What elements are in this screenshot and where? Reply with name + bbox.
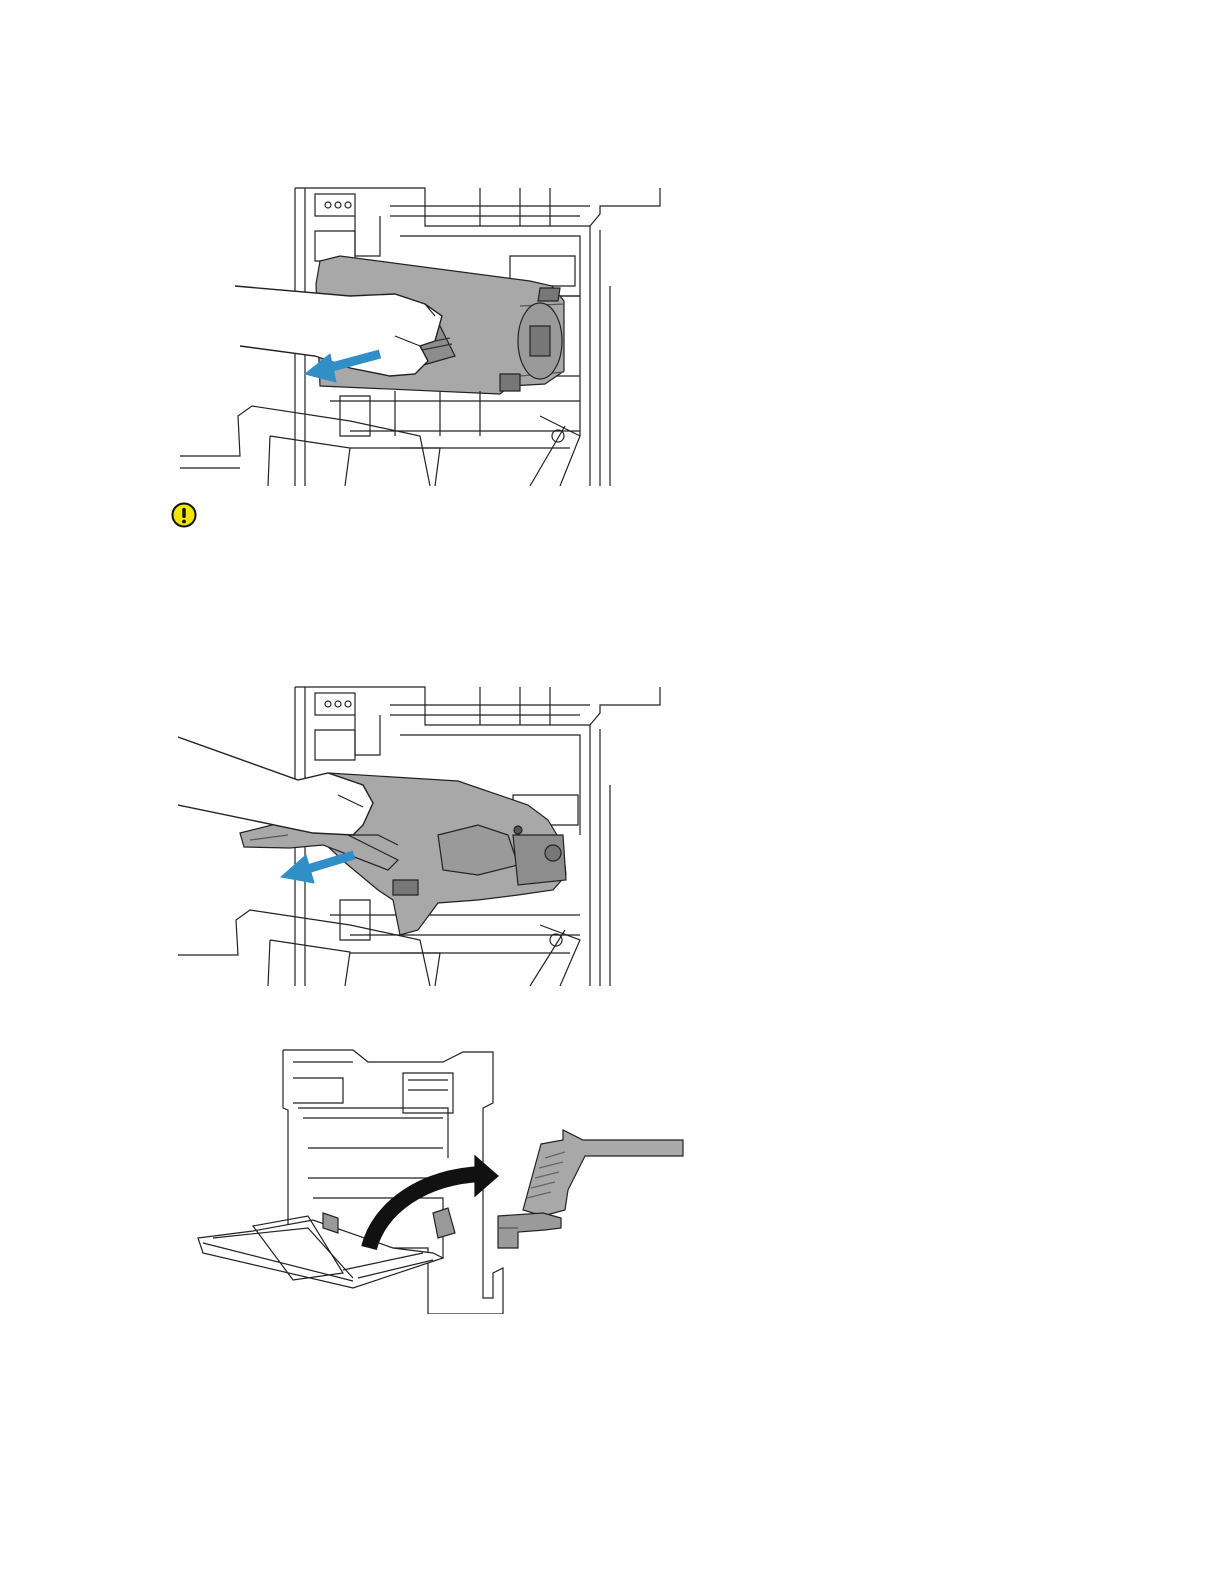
remove-waste-cartridge-illustration <box>193 1048 685 1314</box>
caution-icon <box>171 502 197 528</box>
remove-toner-cartridge-illustration <box>180 186 665 486</box>
remove-drum-cartridge-illustration <box>178 685 665 986</box>
